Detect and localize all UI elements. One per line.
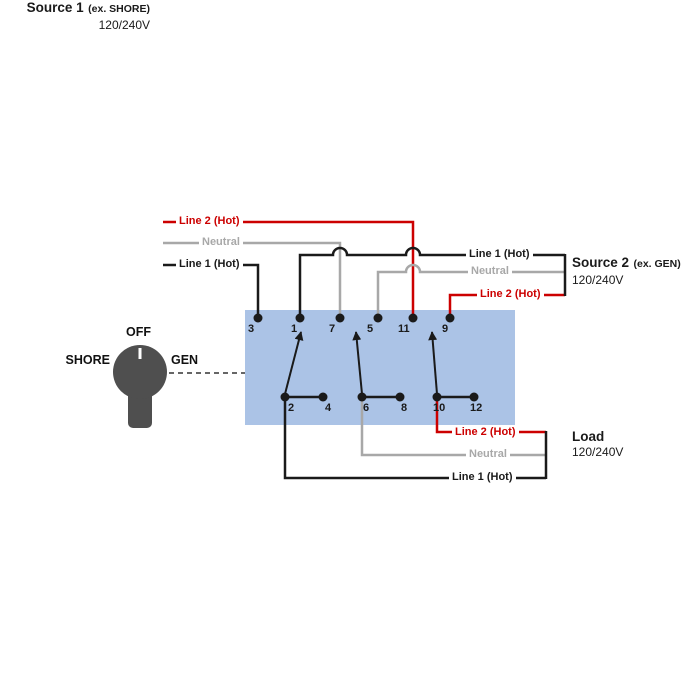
load-line1-label: Line 1 (Hot): [449, 471, 516, 484]
switch-body: [245, 310, 515, 425]
terminal-label-bottom-4: 4: [325, 402, 332, 414]
terminal-dot-7: [335, 313, 345, 323]
knob-body: [113, 345, 167, 399]
terminal-label-top-1: 1: [291, 323, 298, 335]
terminal-label-bottom-8: 8: [401, 402, 408, 414]
terminal-dot-8: [395, 392, 405, 402]
terminal-dot-6: [357, 392, 367, 402]
terminal-label-top-9: 9: [442, 323, 449, 335]
source1-block: Source 1 (ex. SHORE) 120/240V: [0, 0, 150, 33]
load-block: Load 120/240V: [572, 429, 623, 460]
terminal-label-top-11: 11: [398, 323, 410, 335]
selector-off-label: OFF: [126, 325, 151, 339]
terminal-dots: [253, 313, 479, 402]
selector-gen-label: GEN: [171, 353, 199, 367]
source2-neutral-wire: [376, 263, 565, 316]
source2-neutral-label: Neutral: [468, 265, 512, 278]
load-line2-label: Line 2 (Hot): [452, 426, 519, 439]
source2-line2-label: Line 2 (Hot): [477, 288, 544, 301]
source1-voltage: 120/240V: [98, 18, 150, 32]
terminal-label-top-5: 5: [367, 323, 374, 335]
load-title: Load: [572, 429, 605, 444]
source1-line1-wire: [163, 263, 260, 316]
source1-line2-wire: [163, 220, 415, 316]
source2-voltage: 120/240V: [572, 273, 624, 287]
source2-block: Source 2 (ex. GEN) 120/240V: [572, 255, 681, 288]
pole-arrow-2: [352, 331, 363, 395]
terminal-dot-2: [280, 392, 290, 402]
source1-subtitle: (ex. SHORE): [88, 3, 150, 15]
terminal-label-bottom-12: 12: [470, 402, 483, 414]
source2-subtitle: (ex. GEN): [633, 258, 681, 270]
terminal-dot-3: [253, 313, 263, 323]
rotary-knob-icon: [113, 345, 167, 428]
source2-title-line: Source 2 (ex. GEN): [572, 255, 681, 272]
switch-pole-arrows: [284, 331, 438, 395]
terminal-dot-11: [408, 313, 418, 323]
source1-title: Source 1: [26, 0, 84, 15]
terminal-dot-10: [432, 392, 442, 402]
terminal-label-bottom-2: 2: [288, 402, 295, 414]
terminal-label-top-3: 3: [248, 323, 255, 335]
pole-arrow-3: [428, 331, 438, 395]
source1-line2-label: Line 2 (Hot): [176, 215, 243, 228]
terminal-dot-12: [469, 392, 479, 402]
source2-title: Source 2: [572, 255, 630, 270]
source2-line1-wire: [298, 246, 565, 316]
terminal-dot-9: [445, 313, 455, 323]
terminal-dot-5: [373, 313, 383, 323]
terminal-dot-1: [295, 313, 305, 323]
source1-title-line: Source 1 (ex. SHORE): [0, 0, 150, 17]
terminal-dot-4: [318, 392, 328, 402]
pole-arrow-1: [284, 331, 304, 395]
load-neutral-label: Neutral: [466, 448, 510, 461]
selector-shore-label: SHORE: [65, 353, 110, 367]
terminal-label-bottom-6: 6: [363, 402, 370, 414]
source2-line1-label: Line 1 (Hot): [466, 248, 533, 261]
terminal-label-top-7: 7: [329, 323, 336, 335]
terminal-label-bottom-10: 10: [433, 402, 446, 414]
source1-line1-label: Line 1 (Hot): [176, 258, 243, 271]
load-voltage: 120/240V: [572, 445, 624, 459]
source1-neutral-label: Neutral: [199, 236, 243, 249]
